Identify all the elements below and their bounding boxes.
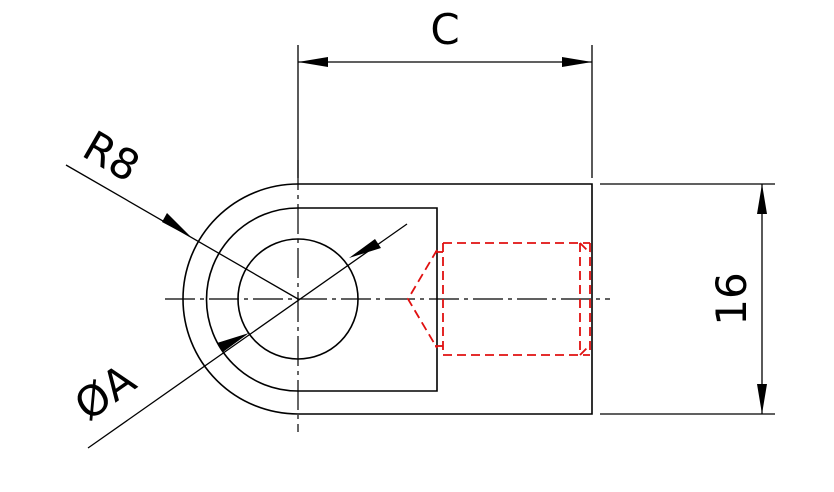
dimension-16: 16 bbox=[600, 183, 775, 415]
radius-leader: R8 bbox=[65, 121, 299, 300]
hidden-thread-bore bbox=[406, 242, 591, 356]
outer-outline bbox=[182, 183, 593, 415]
radius-label: R8 bbox=[75, 121, 148, 191]
dimension-c-label: C bbox=[430, 5, 459, 54]
dimension-16-label: 16 bbox=[707, 272, 756, 325]
inner-slot-outline bbox=[205, 207, 438, 392]
dimension-c: C bbox=[297, 5, 593, 178]
diameter-label: ØA bbox=[66, 354, 145, 430]
